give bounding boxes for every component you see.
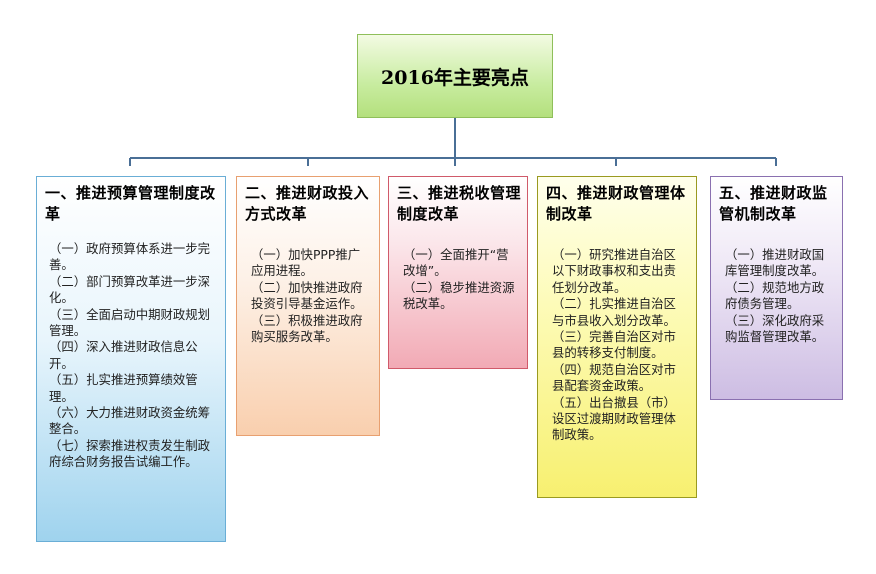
branch-item: （五）扎实推进预算绩效管理。: [49, 372, 198, 404]
branch-items: （一）研究推进自治区以下财政事权和支出责任划分改革。 （二）扎实推进自治区与市县…: [546, 247, 690, 444]
branch-item: （一）全面推开“营改增”。: [403, 247, 509, 279]
branch-items: （一）推进财政国库管理制度改革。 （二）规范地方政府债务管理。 （三）深化政府采…: [719, 247, 836, 345]
branch-item: （二）部门预算改革进一步深化。: [49, 273, 211, 306]
branch-item: （四）规范自治区对市县配套资金政策。: [552, 361, 676, 394]
branch-item: （一）推进财政国库管理制度改革。: [725, 247, 825, 279]
branch-item: （一）政府预算体系进一步完善。: [49, 241, 211, 273]
branch-item: （六）大力推进财政资金统筹整合。: [49, 405, 211, 437]
branch-title: 三、推进税收管理制度改革: [397, 184, 522, 223]
branch-item: （三）全面启动中期财政规划管理。: [49, 306, 211, 339]
branch-title: 五、推进财政监管机制改革: [719, 184, 828, 223]
branch-title: 四、推进财政管理体制改革: [546, 184, 686, 223]
root-node: 2016年主要亮点: [357, 34, 553, 118]
branch-item: （二）规范地方政府债务管理。: [725, 279, 825, 312]
branch-item: （一）研究推进自治区以下财政事权和支出责任划分改革。: [552, 247, 676, 295]
branch-item: （三）完善自治区对市县的转移支付制度。: [552, 329, 676, 361]
branch-fiscal-system-reform: 四、推进财政管理体制改革 （一）研究推进自治区以下财政事权和支出责任划分改革。 …: [537, 176, 697, 498]
branch-supervision-reform: 五、推进财政监管机制改革 （一）推进财政国库管理制度改革。 （二）规范地方政府债…: [710, 176, 843, 400]
branch-investment-reform: 二、推进财政投入方式改革 （一）加快PPP推广应用进程。 （二）加快推进政府投资…: [236, 176, 380, 436]
branch-item: （四）深入推进财政信息公开。: [49, 339, 198, 371]
branch-items: （一）全面推开“营改增”。 （二）稳步推进资源税改革。: [397, 247, 521, 313]
branch-item: （一）加快PPP推广应用进程。: [251, 247, 361, 279]
branch-item: （五）出台撤县（市）设区过渡期财政管理体制政策。: [552, 394, 676, 443]
branch-title: 二、推进财政投入方式改革: [245, 184, 370, 223]
branch-items: （一）政府预算体系进一步完善。 （二）部门预算改革进一步深化。 （三）全面启动中…: [45, 241, 219, 471]
branch-item: （七）探索推进权责发生制政府综合财务报告试编工作。: [49, 437, 211, 470]
branch-item: （二）扎实推进自治区与市县收入划分改革。: [552, 296, 676, 328]
branch-item: （二）加快推进政府投资引导基金运作。: [251, 279, 363, 312]
branch-item: （二）稳步推进资源税改革。: [403, 279, 515, 312]
branch-item: （三）深化政府采购监督管理改革。: [725, 312, 825, 345]
branch-budget-reform: 一、推进预算管理制度改革 （一）政府预算体系进一步完善。 （二）部门预算改革进一…: [36, 176, 226, 542]
branch-items: （一）加快PPP推广应用进程。 （二）加快推进政府投资引导基金运作。 （三）积极…: [245, 247, 373, 345]
branch-item: （三）积极推进政府购买服务改革。: [251, 312, 363, 345]
branch-title: 一、推进预算管理制度改革: [45, 184, 216, 223]
branch-tax-reform: 三、推进税收管理制度改革 （一）全面推开“营改增”。 （二）稳步推进资源税改革。: [388, 176, 528, 369]
root-label: 2016年主要亮点: [381, 66, 529, 89]
